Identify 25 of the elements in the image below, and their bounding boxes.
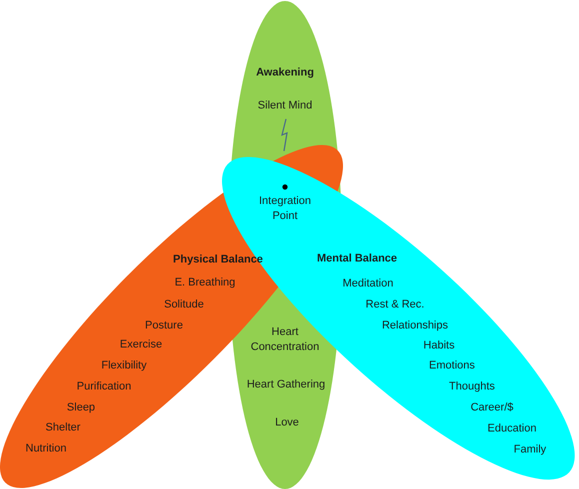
- list-item: Relationships: [382, 318, 448, 334]
- list-item: Habits: [423, 338, 455, 354]
- list-item: Family: [514, 442, 546, 458]
- list-item: Silent Mind: [258, 98, 312, 114]
- list-item: Meditation: [342, 276, 394, 292]
- list-item: Thoughts: [449, 379, 495, 394]
- list-item: Flexibility: [101, 358, 147, 374]
- list-item: Sleep: [66, 400, 96, 416]
- list-item: Emotions: [429, 358, 475, 374]
- list-item: E. Breathing: [174, 275, 236, 290]
- list-item: Love: [275, 416, 299, 430]
- list-item: Solitude: [164, 297, 204, 312]
- list-item: Exercise: [120, 337, 162, 352]
- list-item: Career/$: [470, 400, 514, 416]
- list-item: Heart Concentration: [250, 325, 320, 355]
- list-item: Posture: [145, 318, 183, 334]
- heading-text: Awakening: [256, 66, 314, 80]
- list-item: Purification: [76, 379, 132, 394]
- point-label: Integration Point: [258, 194, 312, 224]
- list-item: Shelter: [46, 420, 80, 436]
- list-item: Rest & Rec.: [366, 297, 424, 312]
- heading-text: Mental Balance: [316, 251, 398, 266]
- list-item: Education: [488, 421, 536, 436]
- list-item: Heart Gathering: [246, 378, 326, 392]
- list-item: Nutrition: [26, 441, 66, 456]
